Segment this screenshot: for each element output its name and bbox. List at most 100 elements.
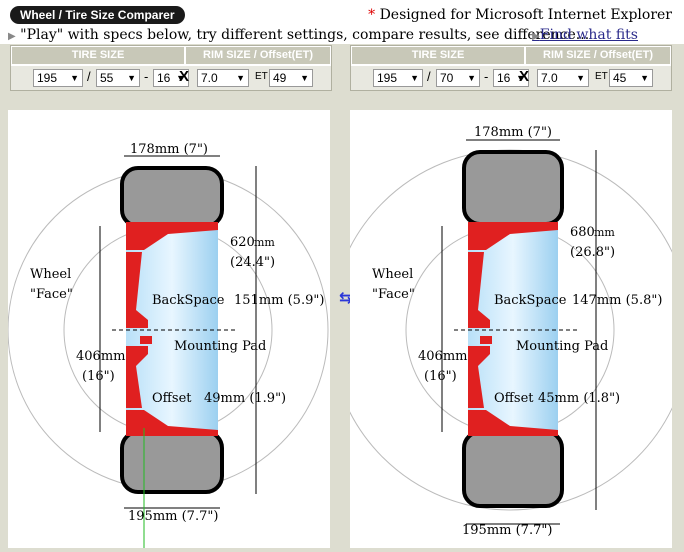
lower-tire-section xyxy=(462,430,564,508)
mounting-pad-label: Mounting Pad xyxy=(174,339,266,354)
upper-spoke xyxy=(468,252,490,328)
backspace-label: BackSpace xyxy=(152,293,225,308)
left-rim-diameter-select[interactable]: 16 ▼ xyxy=(153,69,189,87)
offset-label: Offset xyxy=(494,391,534,406)
left-offset-value: 49 xyxy=(273,71,287,85)
right-tire-width-value: 195 xyxy=(377,71,398,85)
rim-diameter-mm: 406mm xyxy=(418,349,467,364)
left-rim-diameter-value: 16 xyxy=(157,71,171,85)
star-mark: * xyxy=(368,7,376,23)
rim-size-header: RIM SIZE / Offset(ET) xyxy=(186,47,330,64)
lower-tire-section xyxy=(120,430,224,494)
chevron-down-icon: ▼ xyxy=(576,73,585,83)
tire-diameter-mm: 620 xyxy=(230,235,255,250)
diagram-area: 178mm (7") 620 mm (24.4") Wheel "Face" B… xyxy=(7,110,684,548)
left-wheel-svg: 178mm (7") 620 mm (24.4") Wheel "Face" B… xyxy=(7,142,329,548)
top-width-label: 178mm (7") xyxy=(130,142,208,157)
mounting-pad-label: Mounting Pad xyxy=(516,339,608,354)
tire-diameter-mm: 680 xyxy=(570,225,595,240)
rim-diameter-in: (16") xyxy=(82,369,115,384)
rim-barrel xyxy=(126,226,218,432)
upper-tire-section xyxy=(462,150,564,226)
bottom-width-label: 195mm (7.7") xyxy=(128,509,218,524)
wheel-label: Wheel xyxy=(30,267,71,282)
rim-diameter-in: (16") xyxy=(424,369,457,384)
right-aspect-select[interactable]: 70 ▼ xyxy=(436,69,480,87)
tire-size-header: TIRE SIZE xyxy=(12,47,184,64)
x-separator: X xyxy=(519,68,530,85)
lower-spoke xyxy=(468,346,490,408)
upper-rim-flange xyxy=(468,222,558,250)
offset-value: 45mm (1.8") xyxy=(538,391,620,406)
chevron-down-icon: ▼ xyxy=(640,73,649,83)
chevron-down-icon: ▼ xyxy=(236,73,245,83)
backspace-value: 151mm (5.9") xyxy=(234,293,324,308)
right-wheel-svg: 178mm (7") 680 mm (26.8") Wheel "Face" B… xyxy=(329,125,684,538)
right-rim-width-select[interactable]: 7.0 ▼ xyxy=(537,69,589,87)
left-aspect-select[interactable]: 55 ▼ xyxy=(96,69,140,87)
app-title: Wheel / Tire Size Comparer xyxy=(10,6,185,24)
offset-value: 49mm (1.9") xyxy=(204,391,286,406)
lower-rim-flange xyxy=(126,410,218,436)
et-label: ET xyxy=(595,71,608,82)
face-label: "Face" xyxy=(372,287,415,302)
right-aspect-value: 70 xyxy=(440,71,454,85)
find-link-text: Find what fits xyxy=(539,27,638,43)
chevron-down-icon: ▼ xyxy=(467,73,476,83)
bottom-width-label: 195mm (7.7") xyxy=(462,523,552,538)
left-wheel-diagram: 178mm (7") 620 mm (24.4") Wheel "Face" B… xyxy=(7,110,330,548)
chevron-down-icon: ▼ xyxy=(516,73,525,83)
left-spec-panel: TIRE SIZE RIM SIZE / Offset(ET) 195 ▼ / 5… xyxy=(10,45,332,91)
triangle-right-icon: ▶ xyxy=(532,31,540,42)
right-spec-row: 195 ▼ / 70 ▼ - 16 ▼ X 7.0 ▼ ET 45 ▼ xyxy=(351,66,671,90)
tire-size-header: TIRE SIZE xyxy=(352,47,524,64)
slash-separator: / xyxy=(427,69,431,84)
chevron-down-icon: ▼ xyxy=(70,73,79,83)
right-wheel-diagram: 178mm (7") 680 mm (26.8") Wheel "Face" B… xyxy=(329,110,684,548)
face-label: "Face" xyxy=(30,287,73,302)
top-width-label: 178mm (7") xyxy=(474,125,552,140)
right-tire-width-select[interactable]: 195 ▼ xyxy=(373,69,423,87)
designed-text: Designed for Microsoft Internet Explorer xyxy=(379,7,672,23)
tire-diameter-in: (24.4") xyxy=(230,255,275,270)
left-tire-width-select[interactable]: 195 ▼ xyxy=(33,69,83,87)
x-separator: X xyxy=(179,68,190,85)
wheel-label: Wheel xyxy=(372,267,413,282)
left-rim-width-value: 7.0 xyxy=(201,71,218,85)
left-rim-width-select[interactable]: 7.0 ▼ xyxy=(197,69,249,87)
designed-note: * Designed for Microsoft Internet Explor… xyxy=(368,7,672,23)
left-tire-width-value: 195 xyxy=(37,71,58,85)
right-offset-select[interactable]: 45 ▼ xyxy=(609,69,653,87)
backspace-value: 147mm (5.8") xyxy=(572,293,662,308)
right-rim-diameter-select[interactable]: 16 ▼ xyxy=(493,69,529,87)
tire-diameter-unit: mm xyxy=(594,226,615,239)
upper-tire-section xyxy=(120,166,224,228)
chevron-down-icon: ▼ xyxy=(127,73,136,83)
lower-spoke xyxy=(126,346,148,408)
left-spec-row: 195 ▼ / 55 ▼ - 16 ▼ X 7.0 ▼ ET 49 ▼ xyxy=(11,66,331,90)
slash-separator: / xyxy=(87,69,91,84)
dash-separator: - xyxy=(484,69,489,84)
tire-diameter-unit: mm xyxy=(254,236,275,249)
chevron-down-icon: ▼ xyxy=(176,73,185,83)
rim-size-header: RIM SIZE / Offset(ET) xyxy=(526,47,670,64)
left-aspect-value: 55 xyxy=(100,71,114,85)
left-offset-select[interactable]: 49 ▼ xyxy=(269,69,313,87)
play-instructions: ▶ "Play" with specs below, try different… xyxy=(8,27,589,43)
mounting-pad xyxy=(480,336,492,344)
right-rim-diameter-value: 16 xyxy=(497,71,511,85)
swap-icon[interactable]: ⇆ xyxy=(339,288,353,307)
lower-rim-flange xyxy=(468,410,558,436)
offset-label: Offset xyxy=(152,391,192,406)
play-text: "Play" with specs below, try different s… xyxy=(20,27,590,43)
right-offset-value: 45 xyxy=(613,71,627,85)
find-what-fits-link[interactable]: ▶Find what fits xyxy=(532,27,638,43)
dash-separator: - xyxy=(144,69,149,84)
right-spec-panel: TIRE SIZE RIM SIZE / Offset(ET) 195 ▼ / 7… xyxy=(350,45,672,91)
chevron-down-icon: ▼ xyxy=(300,73,309,83)
mounting-pad xyxy=(140,336,152,344)
backspace-label: BackSpace xyxy=(494,293,567,308)
right-rim-width-value: 7.0 xyxy=(541,71,558,85)
chevron-down-icon: ▼ xyxy=(410,73,419,83)
et-label: ET xyxy=(255,71,268,82)
